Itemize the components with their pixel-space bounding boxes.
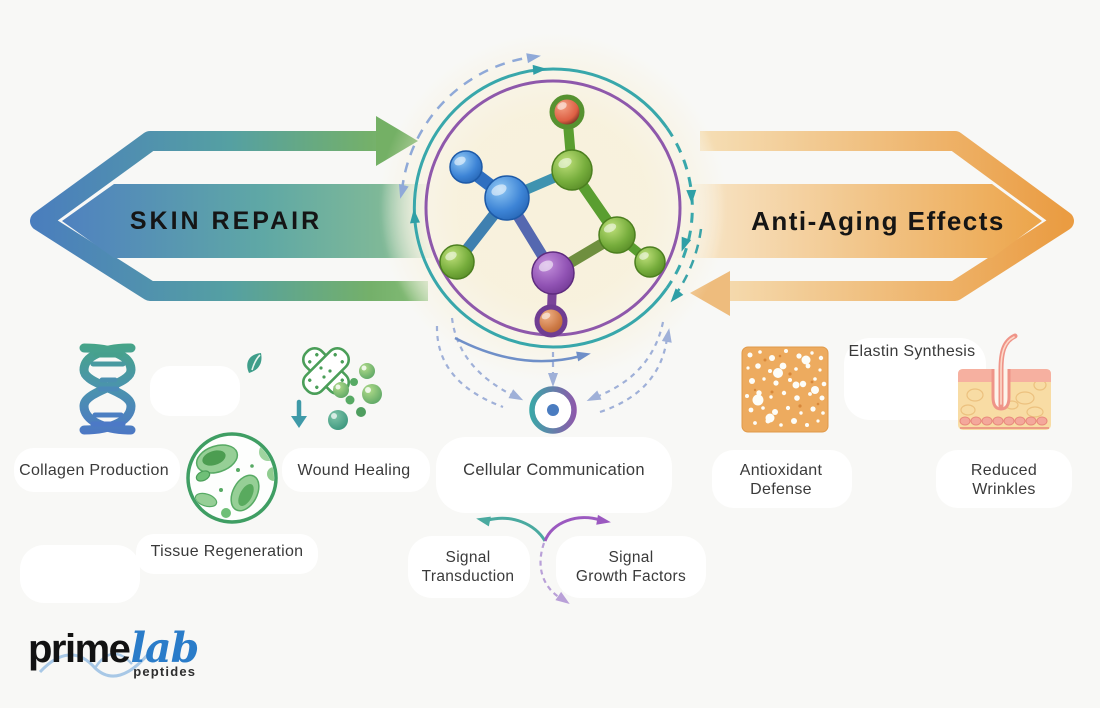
logo-script-flourish bbox=[38, 651, 152, 678]
logo-prime-text: prime bbox=[28, 627, 131, 671]
cellular-communication-icon bbox=[529, 386, 577, 434]
skin-repair-banner-arrow bbox=[30, 131, 432, 301]
tissue-regeneration-label: Tissue Regeneration bbox=[150, 543, 304, 560]
logo-lab-text: lab bbox=[130, 624, 199, 672]
signal-growth-line2: Growth Factors bbox=[575, 568, 687, 585]
reduced-wrinkles-label: Reduced Wrinkles bbox=[971, 461, 1037, 499]
molecule-spheres bbox=[439, 94, 666, 338]
collagen-production-label: Collagen Production bbox=[19, 462, 169, 479]
label-background-pills bbox=[14, 338, 1072, 603]
antioxidant-line2: Defense bbox=[750, 481, 812, 498]
wound-healing-label: Wound Healing bbox=[297, 462, 411, 479]
logo-tagline-text: peptides bbox=[133, 664, 197, 679]
communication-flow-arcs bbox=[435, 317, 669, 414]
down-arrow-icon bbox=[291, 399, 307, 428]
skin-repair-banner-label: SKIN REPAIR bbox=[129, 207, 323, 235]
wrinkles-line2: Wrinkles bbox=[972, 481, 1036, 498]
signal-transduction-label: Signal Transduction bbox=[422, 548, 515, 586]
antioxidant-defense-label: Antioxidant Defense bbox=[740, 461, 822, 499]
wrinkles-line1: Reduced bbox=[970, 462, 1038, 479]
dna-helix-icon bbox=[79, 343, 136, 435]
anti-aging-back-arrowhead bbox=[690, 271, 730, 316]
cellular-communication-label: Cellular Communication bbox=[463, 461, 645, 479]
signal-growth-factors-label: Signal Growth Factors bbox=[576, 548, 686, 586]
signal-transduction-line2: Transduction bbox=[421, 568, 515, 585]
antioxidant-texture-icon bbox=[741, 346, 829, 433]
anti-aging-banner-arrow bbox=[672, 131, 1074, 301]
peptide-molecule bbox=[439, 94, 666, 338]
signal-growth-line1: Signal bbox=[608, 549, 654, 566]
regeneration-bubbles bbox=[328, 363, 382, 430]
skin-layer-icon bbox=[958, 333, 1051, 430]
signal-transduction-line1: Signal bbox=[445, 549, 491, 566]
elastin-synthesis-label: Elastin Synthesis bbox=[848, 343, 976, 360]
petri-dish-icon bbox=[186, 432, 278, 524]
antioxidant-line1: Antioxidant bbox=[739, 462, 823, 479]
anti-aging-banner-label: Anti-Aging Effects bbox=[751, 206, 1005, 236]
center-glow bbox=[378, 33, 728, 383]
bandage-icon bbox=[247, 346, 382, 430]
signal-split-arrows bbox=[487, 516, 601, 599]
